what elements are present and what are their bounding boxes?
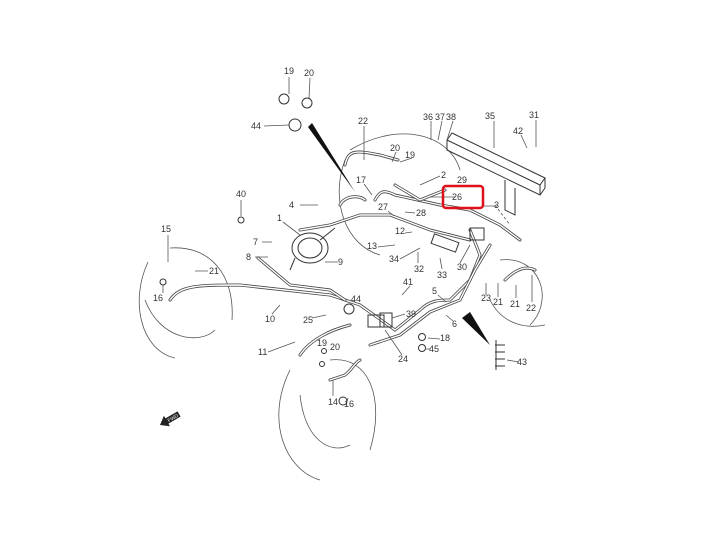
callout[interactable]: 17 (356, 175, 366, 185)
highlight-box-part-26 (441, 184, 485, 210)
callout[interactable]: 16 (153, 293, 163, 303)
callout[interactable]: 9 (338, 257, 343, 267)
callout[interactable]: 23 (481, 293, 491, 303)
callout[interactable]: 7 (253, 237, 258, 247)
callout[interactable]: 19 (317, 338, 327, 348)
callout[interactable]: 2 (441, 170, 446, 180)
callout[interactable]: 29 (457, 175, 467, 185)
callout[interactable]: 4 (289, 200, 294, 210)
wheel-outlines (138, 133, 546, 481)
callout[interactable]: 33 (437, 270, 447, 280)
callout[interactable]: 34 (389, 254, 399, 264)
callout-labels: 19 20 44 22 36 37 38 35 31 42 20 19 2 29… (153, 66, 539, 409)
callout[interactable]: 19 (284, 66, 294, 76)
forward-arrow-icon: FWD (160, 411, 181, 427)
callout[interactable]: 18 (440, 333, 450, 343)
callout[interactable]: 44 (351, 294, 361, 304)
callout[interactable]: 25 (303, 315, 313, 325)
callout[interactable]: 21 (510, 299, 520, 309)
callout[interactable]: 44 (251, 121, 261, 131)
callout[interactable]: 14 (328, 397, 338, 407)
callout[interactable]: 41 (403, 277, 413, 287)
callout[interactable]: 1 (277, 213, 282, 223)
callout-26-highlighted[interactable]: 26 (452, 192, 462, 202)
callout[interactable]: 5 (432, 286, 437, 296)
callout[interactable]: 11 (258, 347, 267, 357)
callout[interactable]: 39 (406, 309, 416, 319)
callout[interactable]: 37 (435, 112, 445, 122)
callout[interactable]: 10 (265, 314, 275, 324)
callout[interactable]: 45 (429, 344, 439, 354)
callout[interactable]: 12 (395, 226, 405, 236)
callout[interactable]: 22 (358, 116, 368, 126)
pointer-wedge (308, 123, 355, 192)
brake-lines (168, 150, 537, 382)
callout[interactable]: 32 (414, 264, 424, 274)
leader-lines (162, 77, 537, 406)
callout[interactable]: 20 (304, 68, 314, 78)
fwd-text: FWD (167, 413, 180, 424)
callout[interactable]: 30 (457, 262, 467, 272)
callout[interactable]: 28 (416, 208, 426, 218)
crossmember (446, 132, 546, 226)
pointer-wedge (462, 312, 490, 345)
callout[interactable]: 31 (529, 110, 539, 120)
callout[interactable]: 24 (398, 354, 408, 364)
callout[interactable]: 3 (494, 200, 499, 210)
callout[interactable]: 16 (344, 399, 354, 409)
callout[interactable]: 21 (493, 297, 503, 307)
callout[interactable]: 43 (517, 357, 527, 367)
callout[interactable]: 38 (446, 112, 456, 122)
callout[interactable]: 40 (236, 189, 246, 199)
callout[interactable]: 36 (423, 112, 433, 122)
callout[interactable]: 20 (390, 143, 400, 153)
callout[interactable]: 42 (513, 126, 523, 136)
callout[interactable]: 20 (330, 342, 340, 352)
brake-booster (289, 227, 336, 271)
fittings (159, 93, 505, 406)
callout[interactable]: 35 (485, 111, 495, 121)
callout[interactable]: 8 (246, 252, 251, 262)
callout[interactable]: 19 (405, 150, 415, 160)
callout[interactable]: 21 (209, 266, 219, 276)
callout[interactable]: 13 (367, 241, 377, 251)
callout[interactable]: 15 (161, 224, 171, 234)
callout[interactable]: 22 (526, 303, 536, 313)
callout[interactable]: 27 (378, 202, 388, 212)
callout[interactable]: 6 (452, 319, 457, 329)
